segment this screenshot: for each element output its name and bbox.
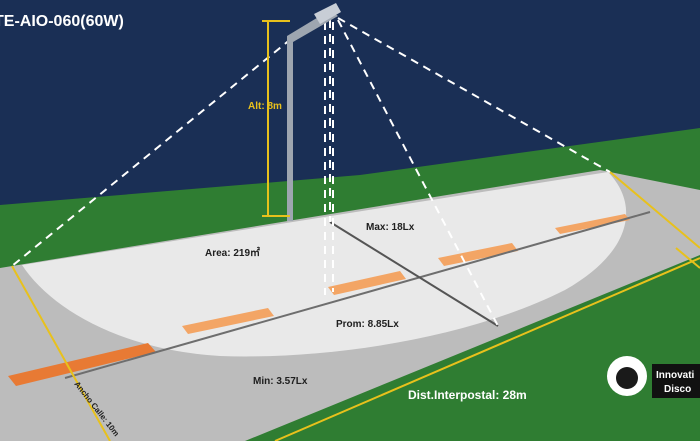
altitude-label: Alt: 8m — [248, 101, 282, 112]
lane-marking — [438, 243, 518, 266]
distance-dimension-line — [274, 257, 700, 441]
road-edge-line — [11, 265, 111, 441]
logo-text-line1: Innovati — [656, 370, 695, 381]
logo-banner — [652, 364, 700, 398]
title: TE-AIO-060(60W) — [0, 13, 124, 30]
lamp-pole — [287, 36, 293, 221]
min-label: Min: 3.57Lx — [253, 376, 308, 387]
lamp-head — [314, 3, 341, 24]
road-edge-line — [609, 171, 700, 249]
prom-label: Prom: 8.85Lx — [336, 319, 399, 330]
lane-marking — [328, 271, 406, 295]
logo-text-line2: Disco — [664, 384, 691, 395]
distance-label: Dist.Interpostal: 28m — [408, 388, 527, 402]
area-label: Area: 219㎡ — [205, 246, 260, 259]
logo-emblem-core — [616, 367, 638, 389]
lane-marking — [182, 308, 274, 334]
lane-marking — [8, 343, 156, 386]
lane-marking — [555, 214, 630, 234]
road-centerline — [64, 211, 651, 379]
max-label: Max: 18Lx — [366, 222, 415, 233]
light-cone — [11, 17, 611, 327]
altitude-bracket — [262, 20, 290, 217]
distance-tick — [675, 247, 700, 269]
max-measure-line — [329, 221, 499, 327]
